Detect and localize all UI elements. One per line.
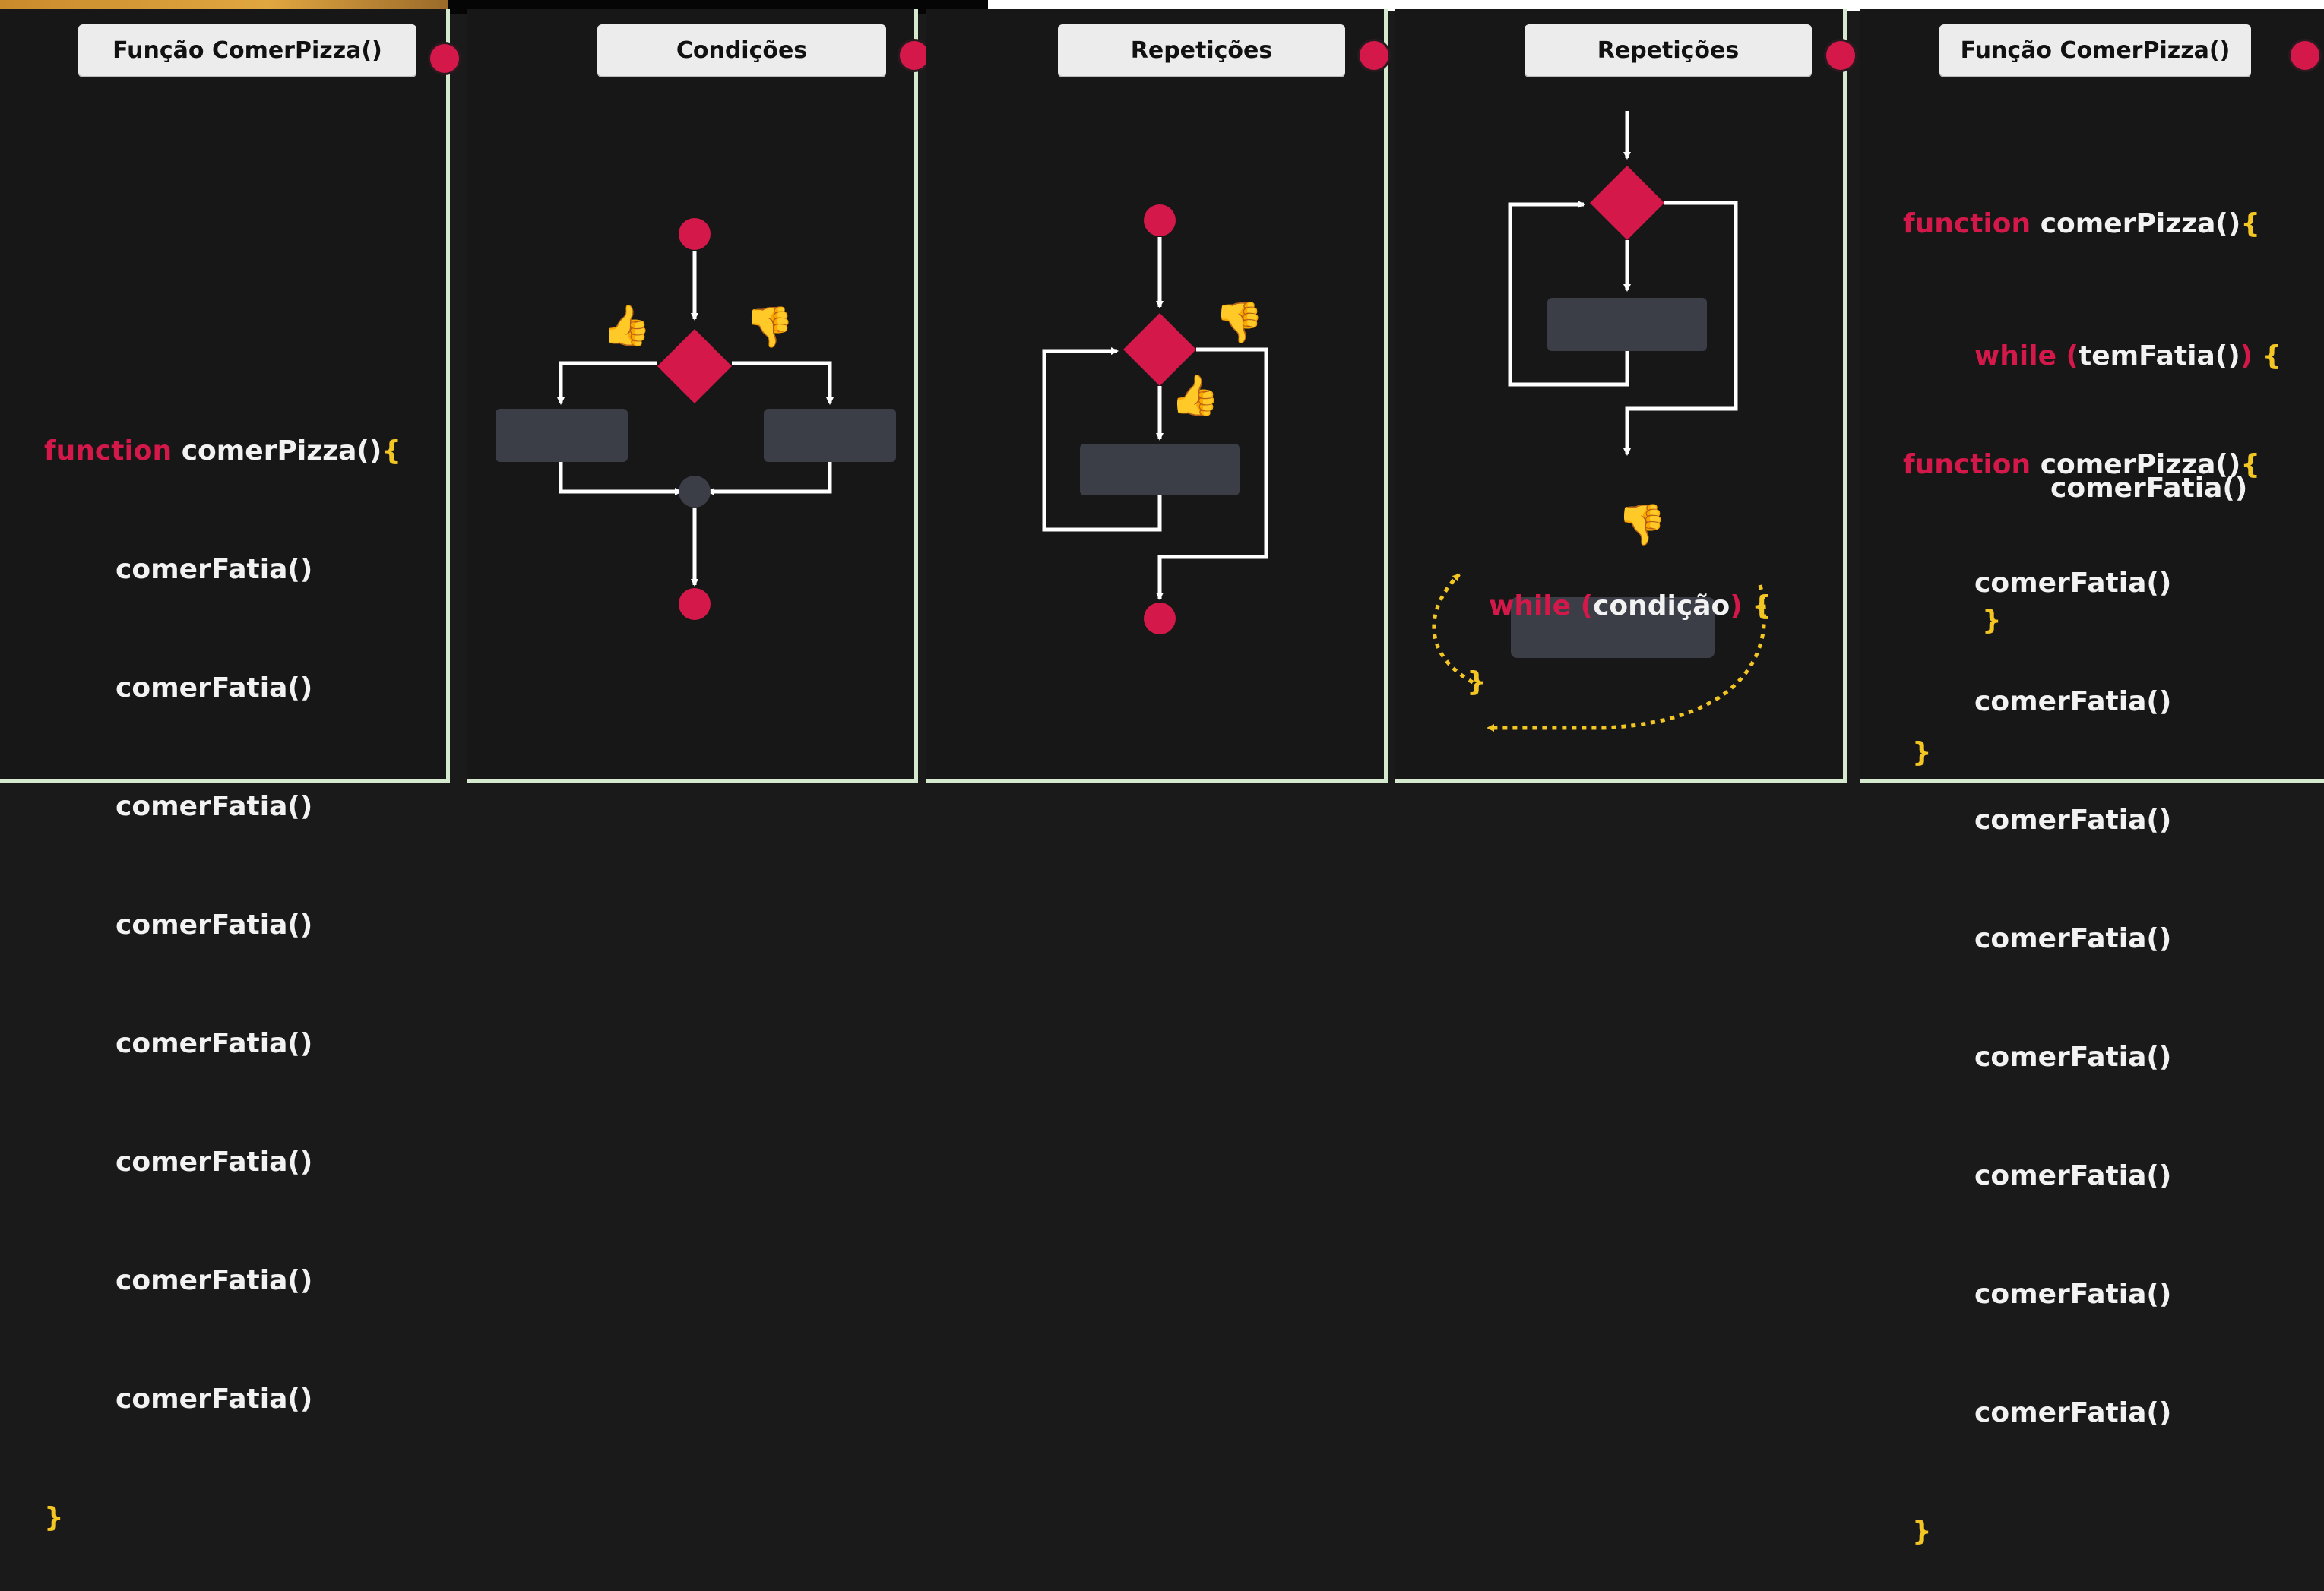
keyword-function: function	[44, 435, 173, 467]
brace-open: {	[382, 435, 401, 467]
panel1-marker-dot	[430, 44, 459, 73]
brace-open: {	[2262, 340, 2282, 372]
brace-close: }	[1467, 666, 1487, 697]
brace-open: {	[1752, 590, 1771, 622]
panel5-code-repeated: function comerPizza(){ comerFatia() come…	[1903, 366, 2260, 1591]
code-line-call: comerFatia()	[116, 672, 313, 704]
code-line-call: comerFatia()	[116, 1265, 313, 1296]
loop-back-arrow	[1042, 347, 1162, 532]
end-node	[679, 588, 711, 620]
panel2-marker-dot	[900, 41, 929, 70]
panel5-code-while: function comerPizza(){ while (temFatia()…	[1903, 114, 2281, 819]
paren-open: (	[2066, 340, 2079, 372]
merge-node	[679, 476, 711, 508]
decision-diamond	[1590, 166, 1664, 240]
panel5-marker-dot	[2291, 41, 2319, 70]
thumbs-down-icon: 👎	[1617, 502, 1667, 548]
repetition-flowchart	[1042, 204, 1268, 634]
action-box	[764, 409, 896, 462]
function-name: comerPizza()	[2040, 449, 2241, 480]
keyword-while: while	[1489, 590, 1572, 622]
start-node	[1144, 204, 1176, 236]
top-strip-white	[988, 0, 2324, 11]
code-line-call: comerFatia()	[1974, 686, 2172, 717]
keyword-while: while	[1974, 340, 2056, 372]
thumbs-down-icon: 👎	[745, 305, 794, 350]
paren-open: (	[1580, 590, 1594, 622]
while-condition-code: while (condição) {	[1470, 547, 1771, 626]
panel5-title: Função ComerPizza()	[1939, 24, 2251, 76]
loop-body-box	[1547, 298, 1707, 351]
loop-body-box	[1080, 444, 1240, 495]
code-line-call: comerFatia()	[1974, 1042, 2172, 1073]
code-line-call: comerFatia()	[116, 1028, 313, 1059]
panel2-title: Condições	[597, 24, 886, 76]
start-node	[679, 218, 711, 250]
code-line-call: comerFatia()	[1974, 1397, 2172, 1428]
code-line-function: function comerPizza(){	[1903, 445, 2260, 485]
paren-close: )	[2240, 340, 2253, 372]
condition-text: temFatia()	[2078, 340, 2240, 372]
flow-arrow	[707, 462, 832, 495]
decision-diamond	[1123, 313, 1196, 386]
function-name: comerPizza()	[181, 435, 382, 467]
brace-close: }	[44, 1502, 64, 1533]
code-line-call: comerFatia()	[116, 1384, 313, 1415]
code-line-call: comerFatia()	[2050, 473, 2248, 504]
end-node	[1144, 603, 1176, 634]
decision-diamond	[657, 329, 732, 403]
panel-repeticoes-1	[926, 9, 1388, 783]
thumbs-up-icon: 👍	[1170, 373, 1220, 419]
while-flowchart	[1432, 111, 1767, 732]
code-line-call: comerFatia()	[116, 1147, 313, 1178]
code-line-function: function comerPizza(){	[1903, 202, 2281, 246]
thumbs-down-icon: 👎	[1214, 300, 1264, 346]
condition-text: condição	[1593, 590, 1730, 622]
flow-arrow	[559, 462, 682, 495]
code-line-while: while (temFatia()) {	[1903, 334, 2281, 378]
flow-arrow	[732, 361, 834, 405]
condition-flowchart	[496, 218, 896, 620]
flow-arrow	[557, 361, 657, 405]
code-line-call: comerFatia()	[1974, 923, 2172, 954]
brace-close: }	[1982, 605, 2002, 636]
panel4-marker-dot	[1826, 41, 1855, 70]
panel4-title: Repetições	[1525, 24, 1812, 76]
code-line-function: function comerPizza(){	[44, 432, 401, 471]
brace-close: }	[1912, 737, 1932, 768]
keyword-function: function	[1903, 449, 2031, 480]
loop-dotted-arrow	[1432, 573, 1474, 685]
code-line-call: comerFatia()	[116, 909, 313, 941]
function-name: comerPizza()	[2040, 208, 2241, 239]
code-line-call: comerFatia()	[1974, 805, 2172, 836]
panel3-marker-dot	[1360, 41, 1388, 70]
code-line-call: comerFatia()	[1974, 1160, 2172, 1191]
panel-function-comer-pizza	[0, 9, 450, 783]
panel1-title: Função ComerPizza()	[78, 24, 416, 76]
action-box	[496, 409, 628, 462]
exit-arrow	[1156, 347, 1268, 600]
code-line-call: comerFatia()	[1974, 1279, 2172, 1310]
code-line-call: comerFatia()	[116, 554, 313, 585]
loop-back-arrow	[1508, 201, 1629, 387]
brace-open: {	[2240, 449, 2260, 480]
brace-close: }	[1912, 1516, 1932, 1547]
exit-arrow	[1623, 201, 1738, 456]
thumbs-up-icon: 👍	[602, 303, 651, 349]
code-line-call: comerFatia()	[1974, 568, 2172, 599]
flowchart-diagrams	[496, 111, 1767, 732]
while-body-box	[1511, 597, 1715, 658]
panel3-title: Repetições	[1058, 24, 1345, 76]
keyword-function: function	[1903, 208, 2031, 239]
paren-close: )	[1730, 590, 1743, 622]
panel-function-comer-pizza-while	[1860, 9, 2324, 783]
brace-open: {	[2240, 208, 2260, 239]
